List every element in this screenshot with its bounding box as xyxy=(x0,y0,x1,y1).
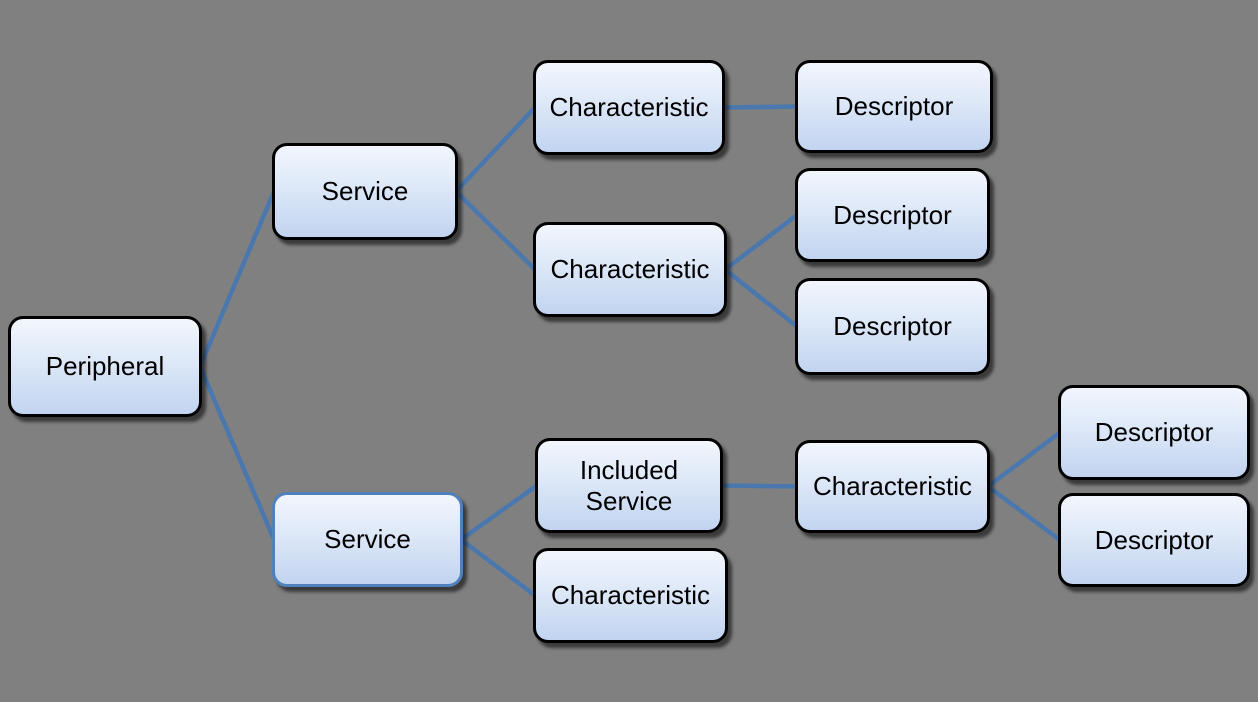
node-descriptor-2[interactable]: Descriptor xyxy=(795,168,990,262)
edge-characteristic-2-descriptor-2 xyxy=(722,212,800,272)
edge-characteristic-4-descriptor-5 xyxy=(985,484,1063,543)
node-label-characteristic-3: Characteristic xyxy=(551,580,710,611)
node-included-service[interactable]: Included Service xyxy=(535,438,723,533)
edge-included-service-characteristic-4 xyxy=(718,483,800,489)
node-label-peripheral: Peripheral xyxy=(45,351,165,382)
edge-characteristic-4-descriptor-4 xyxy=(985,430,1063,489)
node-descriptor-5[interactable]: Descriptor xyxy=(1058,493,1250,587)
node-characteristic-3[interactable]: Characteristic xyxy=(533,548,728,643)
edge-peripheral-service-2 xyxy=(197,364,277,542)
edge-service-1-characteristic-2 xyxy=(453,189,538,272)
node-descriptor-4[interactable]: Descriptor xyxy=(1058,385,1250,480)
node-label-included-service: Included Service xyxy=(579,454,679,516)
node-descriptor-1[interactable]: Descriptor xyxy=(795,60,993,153)
node-characteristic-1[interactable]: Characteristic xyxy=(533,60,725,155)
edge-service-2-included-service xyxy=(458,483,540,542)
node-label-descriptor-1: Descriptor xyxy=(834,91,954,122)
node-peripheral[interactable]: Peripheral xyxy=(8,316,202,417)
node-characteristic-4[interactable]: Characteristic xyxy=(795,440,990,533)
node-label-descriptor-5: Descriptor xyxy=(1094,524,1214,555)
node-service-1[interactable]: Service xyxy=(272,143,458,240)
edge-characteristic-1-descriptor-1 xyxy=(720,104,800,110)
node-characteristic-2[interactable]: Characteristic xyxy=(533,222,727,317)
edge-peripheral-service-1 xyxy=(197,189,277,369)
node-label-descriptor-4: Descriptor xyxy=(1094,417,1214,448)
node-label-characteristic-4: Characteristic xyxy=(813,471,972,502)
node-label-characteristic-2: Characteristic xyxy=(550,254,710,285)
node-label-descriptor-2: Descriptor xyxy=(833,199,952,230)
node-label-service-1: Service xyxy=(321,176,409,207)
node-label-service-2: Service xyxy=(324,524,411,555)
edge-service-2-characteristic-3 xyxy=(458,537,538,598)
node-label-characteristic-1: Characteristic xyxy=(549,92,709,123)
node-descriptor-3[interactable]: Descriptor xyxy=(795,278,990,375)
node-label-descriptor-3: Descriptor xyxy=(833,311,952,342)
edge-characteristic-2-descriptor-3 xyxy=(722,267,800,329)
node-service-2[interactable]: Service xyxy=(272,492,463,587)
edge-service-1-characteristic-1 xyxy=(453,105,538,194)
